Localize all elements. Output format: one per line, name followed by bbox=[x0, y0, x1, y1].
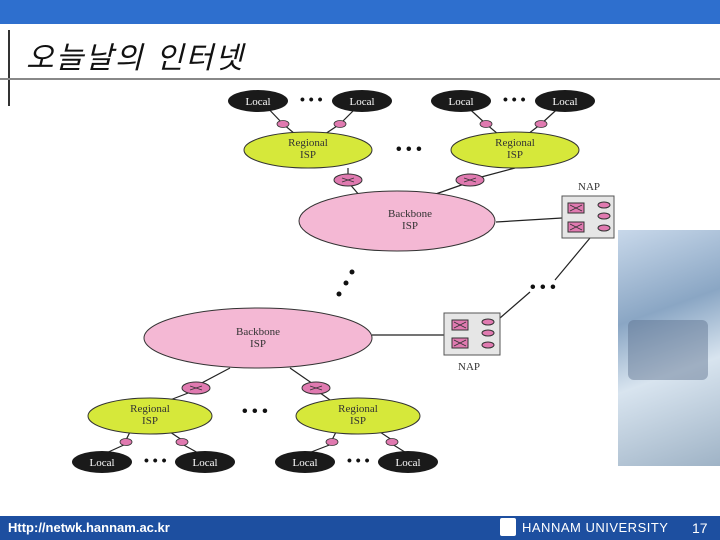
router-icons bbox=[119, 438, 399, 446]
svg-text:Local: Local bbox=[89, 457, 114, 469]
local-node: Local bbox=[228, 90, 288, 112]
svg-text:Local: Local bbox=[395, 457, 420, 469]
svg-text:Regional: Regional bbox=[338, 403, 378, 415]
slide-title: 오늘날의 인터넷 bbox=[26, 41, 245, 76]
router-icons bbox=[333, 173, 485, 187]
ellipsis: • • • bbox=[347, 452, 370, 468]
regional-isp-node: Regional ISP bbox=[243, 131, 373, 169]
svg-text:Backbone: Backbone bbox=[388, 208, 432, 220]
backbone-isp-node: Backbone ISP bbox=[143, 307, 373, 369]
svg-text:Local: Local bbox=[448, 96, 473, 108]
footer-bar bbox=[0, 516, 720, 540]
title-horizontal-rule bbox=[0, 78, 720, 80]
footer-url: Http://netwk.hannam.ac.kr bbox=[8, 520, 170, 535]
ellipsis: • • • bbox=[503, 91, 526, 107]
svg-text:ISP: ISP bbox=[507, 149, 523, 161]
ellipsis: • • • bbox=[396, 141, 422, 158]
svg-text:Local: Local bbox=[292, 457, 317, 469]
svg-text:Backbone: Backbone bbox=[236, 326, 280, 338]
regional-isp-node: Regional ISP bbox=[450, 131, 580, 169]
title-vertical-rule bbox=[8, 30, 10, 106]
background-photo bbox=[618, 230, 720, 466]
svg-text:Local: Local bbox=[192, 457, 217, 469]
nap-label: NAP bbox=[578, 181, 600, 193]
top-bar bbox=[0, 0, 720, 24]
local-node: Local bbox=[275, 451, 335, 473]
backbone-isp-node: Backbone ISP bbox=[298, 190, 496, 252]
router-icons bbox=[181, 381, 331, 395]
footer-university: HANNAM UNIVERSITY bbox=[522, 520, 669, 535]
svg-text:Regional: Regional bbox=[495, 137, 535, 149]
university-logo-icon bbox=[500, 518, 516, 536]
regional-isp-node: Regional ISP bbox=[87, 397, 213, 435]
local-node: Local bbox=[332, 90, 392, 112]
router-icons bbox=[276, 120, 548, 128]
local-node: Local bbox=[378, 451, 438, 473]
page-number: 17 bbox=[692, 520, 708, 536]
local-node: Local bbox=[72, 451, 132, 473]
svg-text:Local: Local bbox=[245, 96, 270, 108]
local-node: Local bbox=[175, 451, 235, 473]
svg-text:Regional: Regional bbox=[130, 403, 170, 415]
svg-text:ISP: ISP bbox=[250, 338, 266, 350]
svg-text:Regional: Regional bbox=[288, 137, 328, 149]
svg-text:ISP: ISP bbox=[402, 220, 418, 232]
ellipsis: • • • bbox=[144, 452, 167, 468]
local-node: Local bbox=[535, 90, 595, 112]
svg-text:Local: Local bbox=[349, 96, 374, 108]
svg-text:ISP: ISP bbox=[300, 149, 316, 161]
svg-text:ISP: ISP bbox=[350, 415, 366, 427]
svg-text:ISP: ISP bbox=[142, 415, 158, 427]
regional-isp-node: Regional ISP bbox=[295, 397, 421, 435]
nap-box bbox=[561, 195, 615, 239]
nap-box bbox=[443, 312, 501, 356]
nap-label: NAP bbox=[458, 361, 480, 373]
ellipsis: • • • bbox=[530, 279, 556, 296]
vertical-ellipsis bbox=[336, 269, 355, 297]
local-node: Local bbox=[431, 90, 491, 112]
svg-text:Local: Local bbox=[552, 96, 577, 108]
ellipsis: • • • bbox=[300, 91, 323, 107]
ellipsis: • • • bbox=[242, 403, 268, 420]
